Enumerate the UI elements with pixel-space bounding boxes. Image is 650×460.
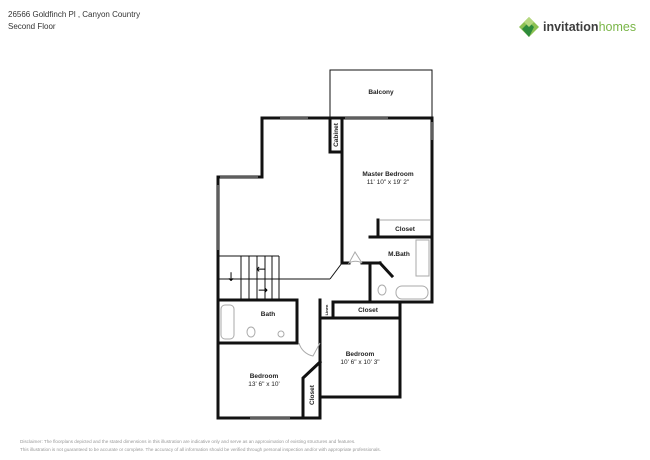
- logo-text: invitationhomes: [543, 20, 637, 34]
- room-label-master-closet: Closet: [395, 226, 416, 233]
- logo: invitationhomes: [518, 16, 636, 38]
- arrow-left-icon: ←: [256, 262, 266, 276]
- room-dims-master-bedroom: 11' 10" x 19' 2": [367, 179, 410, 186]
- room-dims-bedroom2: 10' 6" x 10' 3": [340, 359, 380, 366]
- room-label-master-bath: M.Bath: [388, 251, 410, 258]
- tub-icon: [220, 304, 235, 340]
- vanity-icon: [415, 239, 430, 277]
- room-label-bath: Bath: [261, 311, 275, 318]
- arrow-down-icon: ↓: [226, 270, 236, 284]
- sink-icon: [277, 330, 285, 338]
- bedroom2-wall: [318, 316, 402, 399]
- stairs: [218, 255, 343, 300]
- toilet-icon: [246, 326, 256, 338]
- room-dims-bedroom3: 13' 6" x 10': [248, 381, 280, 388]
- toilet-icon: [377, 284, 387, 296]
- cabinet-wall: [328, 116, 344, 154]
- room-label-balcony: Balcony: [368, 89, 394, 96]
- arrow-right-icon: →: [258, 283, 268, 297]
- tub-icon: [395, 285, 429, 300]
- logo-mark-icon: [519, 17, 539, 37]
- room-label-bedroom2: Bedroom: [346, 351, 375, 358]
- room-label-bedroom3-closet: Closet: [309, 384, 316, 405]
- address: 26566 Goldfinch Pl , Canyon Country: [8, 10, 141, 19]
- room-label-hall-closet: Closet: [358, 307, 379, 314]
- room-label-cabinet: Cabinet: [333, 122, 340, 147]
- floor-label: Second Floor: [8, 22, 56, 31]
- room-label-bedroom3: Bedroom: [250, 373, 279, 380]
- disclaimer-line-2: This illustration is not guaranteed to b…: [20, 447, 381, 452]
- room-label-master-bedroom: Master Bedroom: [362, 171, 414, 178]
- bath-wall: [216, 298, 299, 345]
- room-label-linen: Linen: [324, 304, 329, 315]
- hall-closet-wall: [318, 300, 402, 320]
- disclaimer-line-1: Disclaimer: The floorplans depicted and …: [20, 439, 356, 444]
- bedroom3-closet-wall: [301, 359, 323, 420]
